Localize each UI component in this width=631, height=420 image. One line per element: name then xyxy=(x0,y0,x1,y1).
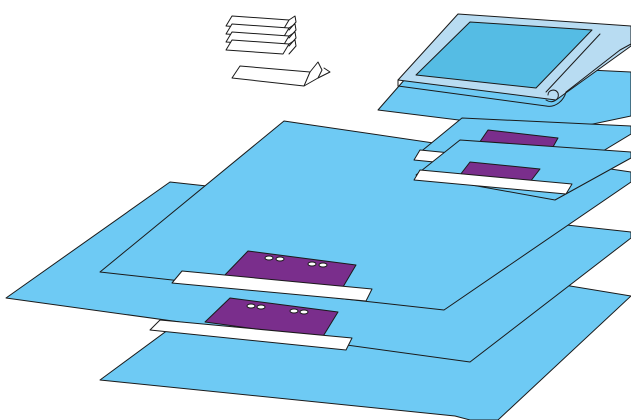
tray-rim-left xyxy=(397,79,547,107)
hole xyxy=(256,304,266,310)
lower-pad-holes xyxy=(246,303,309,315)
hole xyxy=(289,308,299,314)
tray-frame-edge xyxy=(545,33,601,93)
flat-label xyxy=(231,61,331,87)
upper-strip xyxy=(171,270,373,302)
tray-rim-right xyxy=(545,43,631,107)
tray-rim-curl xyxy=(545,89,559,103)
folded-labels-stack xyxy=(225,15,297,55)
flat-label-base xyxy=(231,65,311,87)
hole xyxy=(264,255,274,261)
upper-pad-holes xyxy=(264,255,328,268)
hole xyxy=(307,261,317,267)
lower-strip xyxy=(149,319,353,351)
hole xyxy=(246,303,256,309)
tray-inner xyxy=(415,21,593,89)
hole xyxy=(275,256,285,262)
folded-label xyxy=(225,39,297,55)
small-strip-lower xyxy=(413,169,573,195)
hole xyxy=(318,262,328,268)
flat-label-tab xyxy=(317,67,331,79)
flat-label-fold xyxy=(303,61,323,87)
hole xyxy=(299,309,309,315)
tray xyxy=(397,13,631,107)
